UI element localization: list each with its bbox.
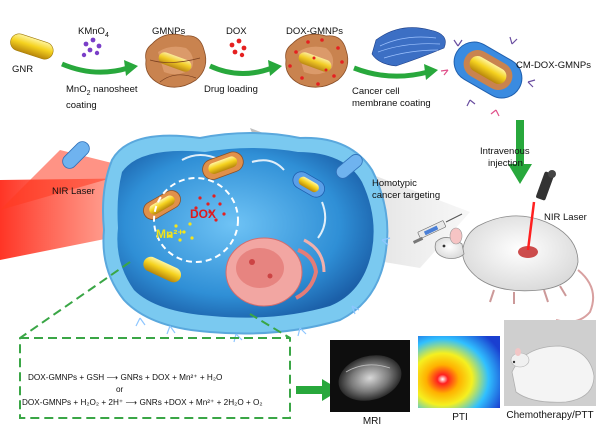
equation-h2o2: DOX-GMNPs + H₂O₂ + 2H⁺ ⟶ GNRs +DOX + Mn²… (22, 398, 263, 407)
pti-image-panel (418, 336, 500, 408)
cell-nucleus (225, 237, 326, 307)
cm-dox-gmnps-particle-icon (440, 36, 536, 117)
dox-gmnps-particle-icon (285, 33, 349, 88)
gmnps-particle-icon (145, 33, 207, 88)
arrow-drug-loading (208, 60, 282, 77)
label-nir-laser-mouse: NIR Laser (544, 212, 587, 223)
label-mno2-coating: MnO2 nanosheet coating (66, 84, 138, 111)
mouse-illustration (434, 215, 594, 323)
gnr-in-cell-icon (143, 256, 182, 283)
cancer-cell-illustration (62, 132, 391, 343)
syringe-icon (412, 213, 463, 244)
label-nir-laser-left: NIR Laser (52, 186, 95, 197)
chemo-photo-panel (504, 320, 596, 406)
label-dox: DOX (226, 26, 247, 37)
gnr-rod-icon (10, 33, 54, 60)
release-region-circle (153, 177, 239, 263)
cell-membrane-sheet-icon (371, 27, 446, 67)
label-cm-dox-gmnps: CM-DOX-GMNPs (516, 60, 591, 71)
nanoparticle-outside-2 (335, 154, 363, 179)
arrow-membrane-coating (353, 64, 438, 80)
mri-image-panel (330, 340, 410, 412)
label-mri: MRI (362, 416, 382, 427)
nanoparticle-in-cell-1 (202, 151, 244, 180)
nanoparticle-outside-1 (62, 141, 90, 169)
arrow-coating (61, 60, 138, 76)
label-kmno4: KMnO4 (78, 26, 109, 39)
label-drug-loading: Drug loading (204, 84, 258, 95)
dox-particles-icon (229, 38, 247, 58)
kmno4-particles-icon (81, 37, 102, 58)
label-chemo-ptt: Chemotherapy/PTT (506, 410, 594, 421)
label-dox-in-cell: DOX (190, 207, 217, 221)
equation-gsh: DOX-GMNPs + GSH ⟶ GNRs + DOX + Mn²⁺ + H₂… (28, 373, 223, 382)
label-dox-gmnps: DOX-GMNPs (286, 26, 343, 37)
label-gmnps: GMNPs (152, 26, 186, 37)
nanoparticle-membrane-3 (292, 171, 326, 198)
laser-device-icon (526, 170, 556, 251)
label-mn-in-cell: Mn²⁺ (156, 227, 184, 241)
equation-or: or (116, 385, 124, 394)
label-pti: PTI (452, 412, 468, 423)
label-gnr: GNR (12, 64, 34, 75)
arrow-intravenous (508, 120, 532, 184)
